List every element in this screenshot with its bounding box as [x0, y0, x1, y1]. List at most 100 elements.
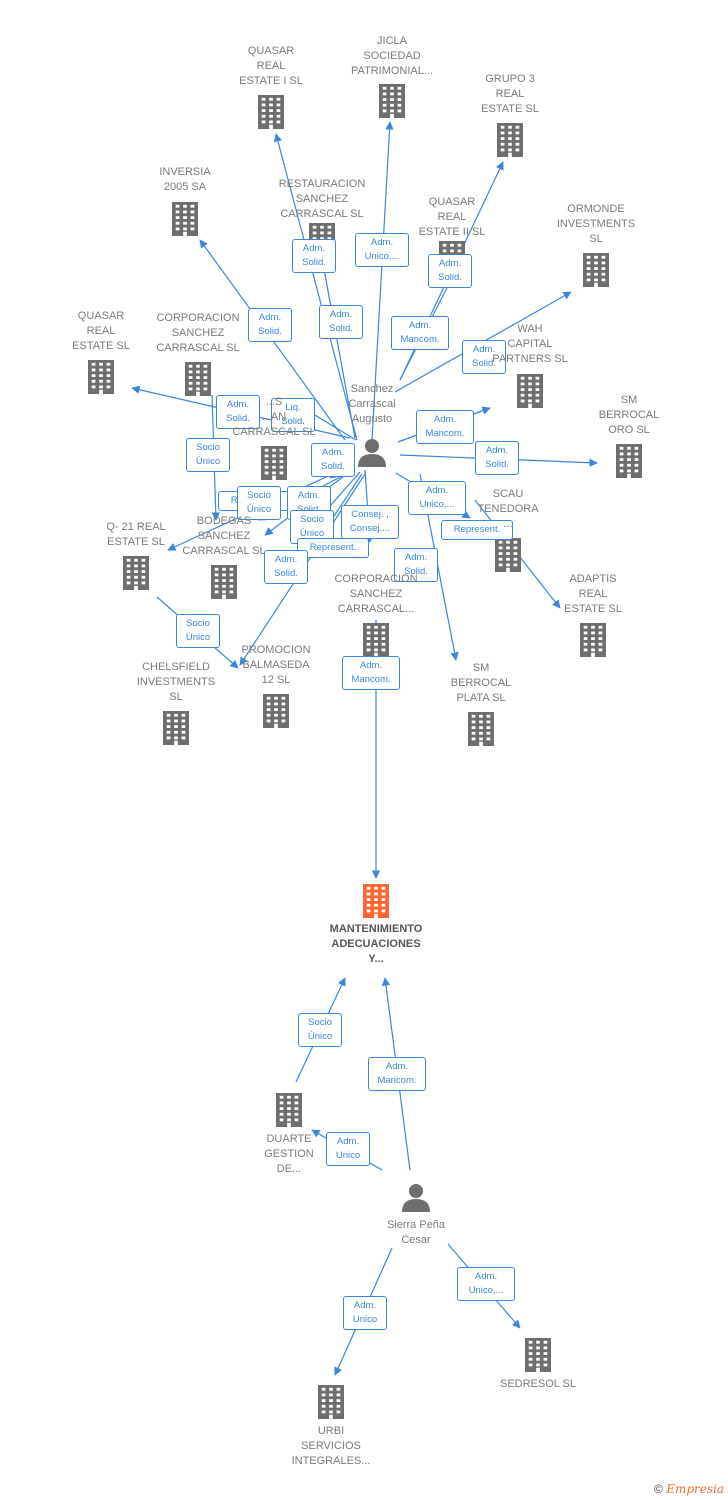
node-corp1[interactable]: CORPORACION SANCHEZ CARRASCAL SL [138, 311, 258, 356]
relation-label[interactable]: Adm. Mancom. [391, 316, 449, 350]
node-label: SM BERROCAL PLATA SL [450, 662, 512, 704]
relation-label[interactable]: Adm. Unico [326, 1132, 370, 1166]
node-chelsfield[interactable]: CHELSFIELD INVESTMENTS SL [116, 660, 236, 705]
node-label: SM BERROCAL ORO SL [598, 394, 660, 436]
node-label: QUASAR REAL ESTATE I SL [239, 45, 303, 87]
node-label: CORPORACION SANCHEZ CARRASCAL SL [156, 312, 240, 354]
node-restauracion[interactable]: RESTAURACION SANCHEZ CARRASCAL SL [262, 177, 382, 222]
building-icon[interactable] [211, 565, 237, 599]
copyright: © Empresia [654, 1482, 724, 1496]
node-q21[interactable]: Q- 21 REAL ESTATE SL [76, 520, 196, 550]
node-inversia[interactable]: INVERSIA 2005 SA [125, 165, 245, 195]
relation-label[interactable]: Adm. Unico,... [457, 1267, 515, 1301]
node-label: DUARTE GESTION DE... [264, 1133, 314, 1175]
focus-building-icon[interactable] [363, 884, 389, 918]
node-label: JICLA SOCIEDAD PATRIMONIAL... [350, 35, 434, 77]
building-icon[interactable] [261, 446, 287, 480]
node-label: Q- 21 REAL ESTATE SL [106, 521, 166, 548]
node-quasar_ii[interactable]: QUASAR REAL ESTATE II SL [392, 195, 512, 240]
node-wah[interactable]: WAH CAPITAL PARTNERS SL [470, 322, 590, 367]
relation-label[interactable]: Adm. Solid. [428, 254, 472, 288]
node-sanchez[interactable]: Sanchez Carrascal Augusto [312, 382, 432, 427]
node-quasar_i[interactable]: QUASAR REAL ESTATE I SL [211, 44, 331, 89]
building-icon[interactable] [88, 360, 114, 394]
node-label: ...S ...AN CARRASCAL SL [232, 396, 316, 438]
building-icon[interactable] [497, 123, 523, 157]
node-label: QUASAR REAL ESTATE SL [72, 310, 130, 352]
relation-label[interactable]: Adm. Unico,... [355, 233, 409, 267]
building-icon[interactable] [580, 623, 606, 657]
building-icon[interactable] [258, 95, 284, 129]
copyright-symbol: © [654, 1482, 663, 1496]
building-icon[interactable] [379, 84, 405, 118]
relation-label[interactable]: Adm. Solid. [264, 550, 308, 584]
relation-label[interactable]: Socio Único [176, 614, 220, 648]
relation-edge [371, 121, 394, 441]
relation-label[interactable]: Socio Único [186, 438, 230, 472]
relation-label[interactable]: Adm. Mancom. [416, 410, 474, 444]
node-sierra[interactable]: Sierra Peña Cesar [356, 1218, 476, 1248]
node-sedresol[interactable]: SEDRESOL SL [478, 1377, 598, 1392]
relation-label[interactable]: Adm. Mancom. [342, 656, 400, 690]
building-icon[interactable] [363, 623, 389, 657]
building-icon[interactable] [583, 253, 609, 287]
relation-label[interactable]: Represent. [297, 538, 369, 558]
node-promocion[interactable]: PROMOCION BALMASEDA 12 SL [216, 643, 336, 688]
relation-label[interactable]: Represent. [441, 520, 513, 540]
brand-logo[interactable]: Empresia [666, 1482, 724, 1496]
node-jicla[interactable]: JICLA SOCIEDAD PATRIMONIAL... [332, 34, 452, 79]
relation-label[interactable]: Adm. Solid. [248, 308, 292, 342]
node-duarte[interactable]: DUARTE GESTION DE... [229, 1132, 349, 1177]
building-icon[interactable] [318, 1385, 344, 1419]
node-label: WAH CAPITAL PARTNERS SL [492, 323, 568, 365]
building-icon[interactable] [185, 362, 211, 396]
relation-label[interactable]: Liq. Solid. [271, 398, 315, 432]
node-corp2[interactable]: CORPORACION SANCHEZ CARRASCAL... [316, 572, 436, 617]
relation-label[interactable]: Adm. Solid. [292, 239, 336, 273]
person-icon[interactable] [358, 439, 386, 467]
building-icon[interactable] [123, 556, 149, 590]
relation-label[interactable]: Socio Único [237, 486, 281, 520]
relation-label[interactable]: Adm. Solid. [475, 441, 519, 475]
node-smoro[interactable]: SM BERROCAL ORO SL [569, 393, 689, 438]
node-bodegas_hidden[interactable]: ...S ...AN CARRASCAL SL [214, 395, 334, 440]
node-label: BODEGAS SANCHEZ CARRASCAL SL [182, 515, 266, 557]
node-label: ADAPTIS REAL ESTATE SL [564, 573, 622, 615]
building-icon[interactable] [495, 538, 521, 572]
node-quasar[interactable]: QUASAR REAL ESTATE SL [41, 309, 161, 354]
person-icon[interactable] [402, 1184, 430, 1212]
building-icon[interactable] [263, 694, 289, 728]
relation-label[interactable]: Adm. Solid. [311, 443, 355, 477]
building-icon[interactable] [468, 712, 494, 746]
relation-label[interactable]: Adm. Solid. [394, 548, 438, 582]
relation-edge [319, 257, 356, 439]
relation-label[interactable]: Adm. Unico,... [408, 481, 466, 515]
edges-layer [131, 121, 598, 1376]
relation-label[interactable]: Adm. Solid. [216, 395, 260, 429]
relation-label[interactable]: Socio Único [298, 1013, 342, 1047]
node-bodegas[interactable]: BODEGAS SANCHEZ CARRASCAL SL [164, 514, 284, 559]
relation-label[interactable]: Adm. Solid. [462, 340, 506, 374]
node-main[interactable]: MANTENIMIENTO ADECUACIONES Y... [316, 922, 436, 967]
building-icon[interactable] [525, 1338, 551, 1372]
node-smplata[interactable]: SM BERROCAL PLATA SL [421, 661, 541, 706]
node-scau[interactable]: SCAU TENEDORA ... [448, 487, 568, 532]
relation-label[interactable]: Adm. Mancom. [368, 1057, 426, 1091]
building-icon[interactable] [163, 711, 189, 745]
relation-edge [273, 133, 358, 441]
node-label: URBI SERVICIOS INTEGRALES... [291, 1425, 371, 1467]
node-label: MANTENIMIENTO ADECUACIONES Y... [329, 923, 423, 965]
relation-label[interactable]: Consej. , Consej.... [341, 505, 399, 539]
node-label: CHELSFIELD INVESTMENTS SL [136, 661, 216, 703]
relation-label[interactable]: Adm. Unico [343, 1296, 387, 1330]
building-icon[interactable] [276, 1093, 302, 1127]
node-adaptis[interactable]: ADAPTIS REAL ESTATE SL [533, 572, 653, 617]
node-urbi[interactable]: URBI SERVICIOS INTEGRALES... [271, 1424, 391, 1469]
building-icon[interactable] [517, 374, 543, 408]
relation-label[interactable]: Adm. Solid. [319, 305, 363, 339]
node-ormonde[interactable]: ORMONDE INVESTMENTS SL [536, 202, 656, 247]
building-icon[interactable] [616, 444, 642, 478]
building-icon[interactable] [172, 202, 198, 236]
node-label: Sanchez Carrascal Augusto [348, 383, 396, 425]
node-grupo3[interactable]: GRUPO 3 REAL ESTATE SL [450, 72, 570, 117]
